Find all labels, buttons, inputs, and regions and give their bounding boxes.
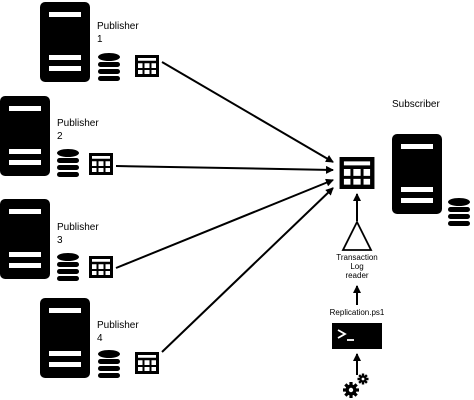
database-icon — [57, 253, 79, 281]
publisher-2-label: Publisher 2 — [57, 117, 99, 143]
server-icon — [0, 96, 50, 176]
log-reader-line-1: Transaction — [336, 253, 378, 262]
server-icon — [40, 2, 90, 82]
database-icon — [448, 198, 470, 226]
subscriber-group — [392, 134, 470, 226]
arrow-publisher-3 — [115, 178, 334, 269]
table-icon — [89, 256, 113, 278]
publisher-number: 1 — [97, 34, 103, 45]
publisher-3-label: Publisher 3 — [57, 221, 99, 247]
database-icon — [98, 53, 120, 81]
server-icon — [392, 134, 442, 214]
triangle-icon — [341, 219, 373, 251]
gear-icon — [343, 373, 369, 398]
publisher-name: Publisher — [57, 222, 99, 233]
subscriber-label: Subscriber — [392, 99, 440, 110]
server-icon — [0, 199, 50, 279]
publisher-name: Publisher — [97, 320, 139, 331]
publisher-name: Publisher — [57, 118, 99, 129]
publisher-number: 4 — [97, 333, 103, 344]
table-icon — [135, 352, 159, 374]
publisher-4-label: Publisher 4 — [97, 319, 139, 345]
table-icon — [342, 159, 373, 187]
table-icon — [89, 153, 113, 175]
publisher-name: Publisher — [97, 21, 139, 32]
database-icon — [57, 149, 79, 177]
table-icon — [135, 55, 159, 77]
publisher-1-label: Publisher 1 — [97, 20, 139, 46]
publisher-number: 2 — [57, 131, 63, 142]
publisher-number: 3 — [57, 235, 63, 246]
script-label: Replication.ps1 — [329, 308, 385, 317]
terminal-icon — [332, 323, 382, 349]
database-icon — [98, 350, 120, 378]
arrow-publisher-4 — [161, 187, 334, 353]
log-reader-line-3: reader — [345, 271, 369, 280]
server-icon — [40, 298, 90, 378]
arrow-publisher-1 — [161, 61, 334, 163]
arrow-publisher-2 — [115, 165, 334, 174]
log-reader-line-2: Log — [350, 262, 364, 271]
log-reader-label: Transaction Log reader — [327, 253, 387, 280]
